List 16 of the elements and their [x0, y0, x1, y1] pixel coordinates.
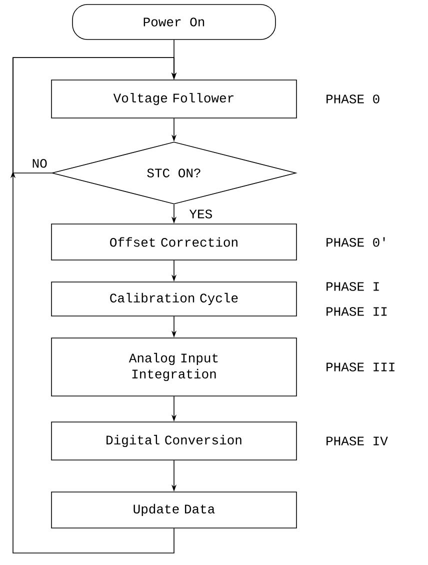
edge-label: YES — [188, 208, 214, 220]
phase-label: PHASE III — [326, 362, 394, 372]
process-box: Update Data — [51, 492, 297, 528]
process-box: Calibration Cycle — [51, 282, 297, 316]
terminal-box: Power On — [72, 4, 276, 40]
loop-arrow — [12, 57, 177, 554]
phase-label: PHASE IV — [326, 436, 388, 446]
phase-label: PHASE 0 — [326, 94, 380, 104]
phase-label: PHASE 0' — [326, 237, 385, 247]
process-box: Voltage Follower — [51, 80, 297, 118]
phase-label: PHASE II — [326, 307, 387, 316]
process-box: Analog Input Integration — [51, 338, 297, 396]
process-box: Digital Conversion — [51, 422, 297, 460]
phase-label: PHASE I — [326, 282, 379, 291]
edge-label: NO — [30, 158, 48, 169]
process-box: Offset Correction — [51, 224, 297, 260]
